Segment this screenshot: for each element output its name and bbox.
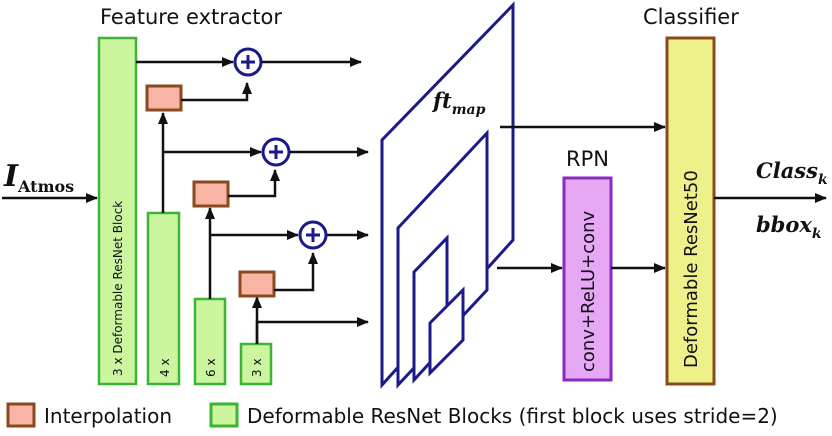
feature-extractor-title: Feature extractor <box>100 5 282 29</box>
interpolation-box-2 <box>192 180 230 208</box>
classifier-box-label: Deformable ResNet50 <box>681 170 702 368</box>
legend-blocks-label: Deformable ResNet Blocks (first block us… <box>247 404 778 428</box>
rpn-box <box>562 176 613 382</box>
sum-node-2 <box>261 137 291 167</box>
resnet-block-6x <box>193 297 227 386</box>
rpn-box-label: conv+ReLU+conv <box>578 210 599 372</box>
interpolation-box-1 <box>145 84 183 112</box>
block3-out-arrow <box>255 317 369 344</box>
feature-map-level-4 <box>428 286 465 377</box>
classifier-box <box>665 36 716 386</box>
resnet-block-first <box>97 36 138 386</box>
resnet-block-4x <box>146 211 181 386</box>
sum-node-3 <box>298 220 328 250</box>
classifier-title: Classifier <box>643 5 739 29</box>
interp-to-sum-1 <box>181 82 252 102</box>
interp-to-sum-2 <box>228 169 280 198</box>
resnet-block-6x-label: 6 x <box>204 358 218 377</box>
feature-map-label: ftmap <box>431 88 486 118</box>
resnet-block-first-label: 3 x Deformable ResNet Block <box>111 201 125 376</box>
resnet-block-4x-label: 4 x <box>158 358 172 377</box>
legend-interpolation-swatch <box>6 402 36 428</box>
interpolation-box-3 <box>238 270 276 298</box>
input-label: IAtmos <box>3 159 74 196</box>
feature-map-pyramid <box>380 1 515 389</box>
bbox-output-label: bboxk <box>756 212 822 242</box>
resnet-block-3x-label: 3 x <box>250 358 264 377</box>
interp-to-sum-3 <box>274 252 318 292</box>
legend-interpolation-label: Interpolation <box>44 404 172 428</box>
legend-blocks-swatch <box>209 402 239 428</box>
rpn-title: RPN <box>566 147 609 171</box>
class-output-label: Classk <box>756 158 828 188</box>
sum-node-1 <box>233 47 263 77</box>
